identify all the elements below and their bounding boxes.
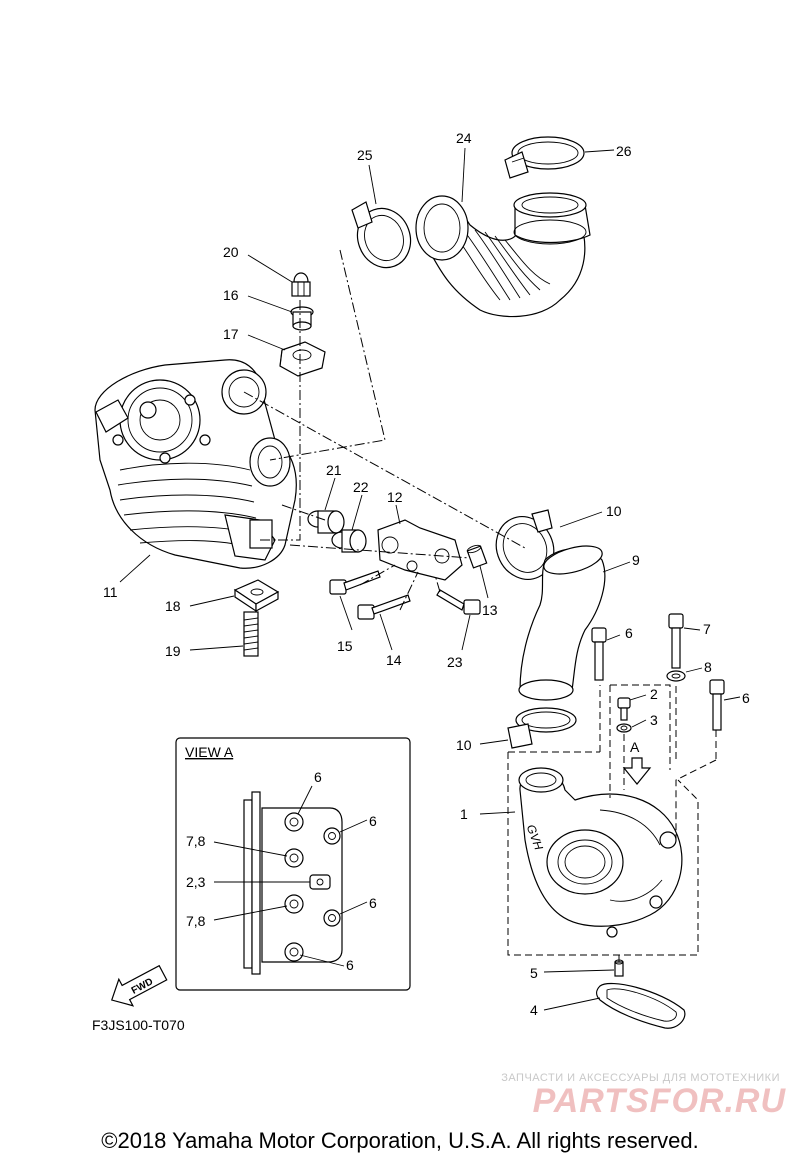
callout-13: 13 — [482, 602, 498, 618]
callout-19: 19 — [165, 643, 181, 659]
part-13-spacer — [466, 544, 488, 569]
part-10-clamp-upper — [495, 509, 555, 580]
callout-24: 24 — [456, 130, 472, 146]
fwd-arrow-icon: FWD — [110, 964, 168, 1007]
callout-22: 22 — [353, 479, 369, 495]
callout-14: 14 — [386, 652, 402, 668]
leader-lines — [119, 147, 741, 1011]
callout-7: 7 — [703, 621, 711, 637]
part-17-damper — [279, 341, 326, 377]
view-a-inset: VIEW A 6 6 7,8 2,3 6 7,8 6 — [175, 737, 411, 991]
callout-23: 23 — [447, 654, 463, 670]
callout-2: 2 — [650, 686, 658, 702]
part-10-clamp-lower — [507, 707, 577, 749]
view-a-label-7-8-bottom: 7,8 — [186, 913, 206, 929]
callout-21: 21 — [326, 462, 342, 478]
part-25-hose-clamp — [351, 201, 412, 269]
part-6-bolt-b — [709, 679, 725, 731]
part-11-housing — [94, 359, 297, 569]
drawing-code: F3JS100-T070 — [92, 1017, 185, 1033]
callout-10-upper: 10 — [606, 503, 622, 519]
part-18-pad — [233, 579, 280, 613]
callout-3: 3 — [650, 712, 658, 728]
callout-6-a: 6 — [625, 625, 633, 641]
view-a-arrow-icon: A — [622, 739, 652, 785]
callout-17: 17 — [223, 326, 239, 342]
part-8-washer — [666, 670, 686, 682]
view-a-label-2-3: 2,3 — [186, 874, 206, 890]
watermark-tagline: ЗАПЧАСТИ И АКСЕССУАРЫ ДЛЯ МОТОТЕХНИКИ — [501, 1072, 780, 1084]
callout-9: 9 — [632, 552, 640, 568]
part-22-grommet — [331, 529, 367, 553]
callout-4: 4 — [530, 1002, 538, 1018]
callout-8: 8 — [704, 659, 712, 675]
view-a-label-7-8-top: 7,8 — [186, 833, 206, 849]
callout-10-lower: 10 — [456, 737, 472, 753]
callout-20: 20 — [223, 244, 239, 260]
part-21-bushing — [307, 510, 345, 534]
callout-11: 11 — [103, 584, 118, 600]
part-14-bolt — [357, 594, 411, 620]
part-9-hose — [518, 545, 606, 701]
part-2-bolt — [617, 697, 631, 721]
watermark-logo: PARTSFOR.RU — [532, 1082, 786, 1120]
callout-25: 25 — [357, 147, 373, 163]
part-7-bolt — [668, 613, 684, 669]
callout-6-b: 6 — [742, 690, 750, 706]
part-4-gasket — [596, 982, 686, 1029]
part-5-dowel-pin — [614, 959, 624, 977]
view-a-label-6-right-2: 6 — [369, 895, 377, 911]
part-12-bracket — [377, 519, 463, 581]
view-a-label-6-top: 6 — [314, 769, 322, 785]
callout-15: 15 — [337, 638, 353, 654]
part-6-bolt-a — [591, 627, 607, 681]
view-a-title: VIEW A — [185, 744, 234, 760]
callout-5: 5 — [530, 965, 538, 981]
callout-16: 16 — [223, 287, 239, 303]
part-24-intake-duct — [415, 192, 591, 318]
part-26-hose-clamp — [504, 136, 585, 179]
part-15-bolt — [329, 570, 381, 595]
part-19-stud — [243, 611, 259, 657]
part-3-washer — [616, 723, 632, 733]
assembly-lines — [243, 249, 717, 962]
callout-labels: 26 24 25 20 16 17 11 18 19 21 22 12 13 1… — [103, 130, 750, 1018]
callout-12: 12 — [387, 489, 403, 505]
svg-text:A: A — [630, 739, 640, 755]
part-23-bolt — [436, 589, 481, 615]
copyright-notice: ©2018 Yamaha Motor Corporation, U.S.A. A… — [101, 1128, 699, 1153]
part-16-collar — [290, 306, 314, 331]
part-1-compressor-housing: GVH — [518, 767, 683, 938]
view-a-label-6-right-1: 6 — [369, 813, 377, 829]
view-a-label-6-bottom: 6 — [346, 957, 354, 973]
part-20-nut — [291, 272, 311, 297]
callout-1: 1 — [460, 806, 468, 822]
callout-26: 26 — [616, 143, 632, 159]
callout-18: 18 — [165, 598, 181, 614]
